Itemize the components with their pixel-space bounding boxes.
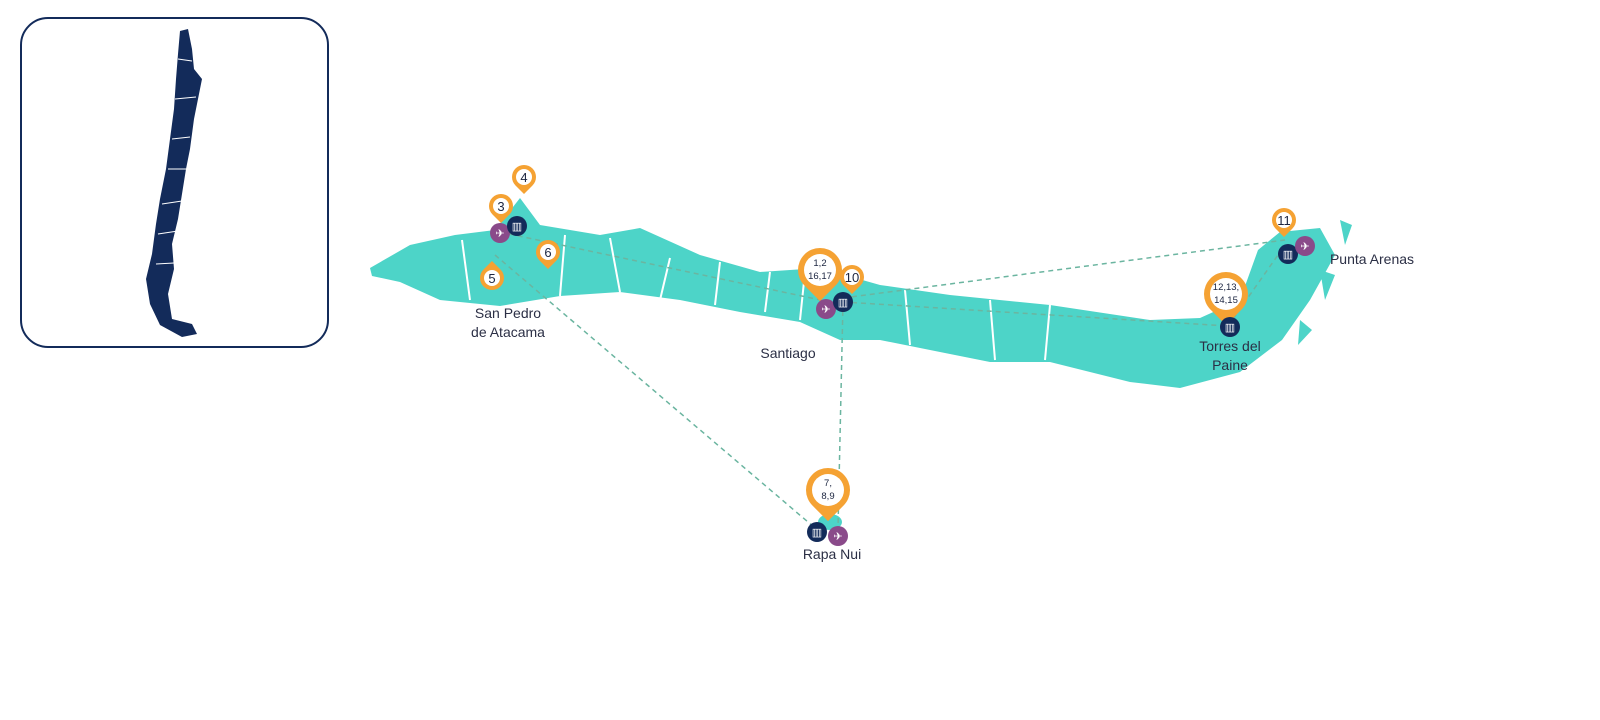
map-pin-4[interactable]: 4 (507, 160, 541, 195)
map-pin-11[interactable]: 11 (1267, 203, 1301, 238)
chile-outline (146, 29, 202, 337)
hotel-icon[interactable]: ▥ (507, 216, 527, 236)
label-san-pedro-de-atacama: San Pedro de Atacama (471, 305, 545, 340)
hotel-icon[interactable]: ▥ (833, 292, 853, 312)
airplane-icon[interactable]: ✈ (490, 223, 510, 243)
chile-overview-inset (20, 17, 329, 348)
airplane-icon[interactable]: ✈ (816, 299, 836, 319)
label-santiago: Santiago (760, 345, 816, 361)
label-punta-arenas: Punta Arenas (1329, 251, 1415, 267)
map-pin-santiago[interactable]: 1,2 16,17 (788, 238, 852, 302)
label-torres-del-paine: Torres del Paine (1199, 338, 1261, 373)
map-pin-5[interactable]: 5 (475, 260, 509, 295)
map-pin-10[interactable]: 10 (835, 260, 869, 295)
hotel-icon[interactable]: ▥ (1278, 244, 1298, 264)
label-rapa-nui: Rapa Nui (802, 546, 862, 562)
map-pin-torres-del-paine[interactable]: 12,13, 14,15 (1194, 262, 1258, 326)
map-pin-rapa-nui[interactable]: 7, 8,9 (796, 458, 860, 522)
hotel-icon[interactable]: ▥ (1220, 317, 1240, 337)
map-pin-6[interactable]: 6 (531, 235, 565, 270)
airplane-icon[interactable]: ✈ (828, 526, 848, 546)
hotel-icon[interactable]: ▥ (807, 522, 827, 542)
airplane-icon[interactable]: ✈ (1295, 236, 1315, 256)
